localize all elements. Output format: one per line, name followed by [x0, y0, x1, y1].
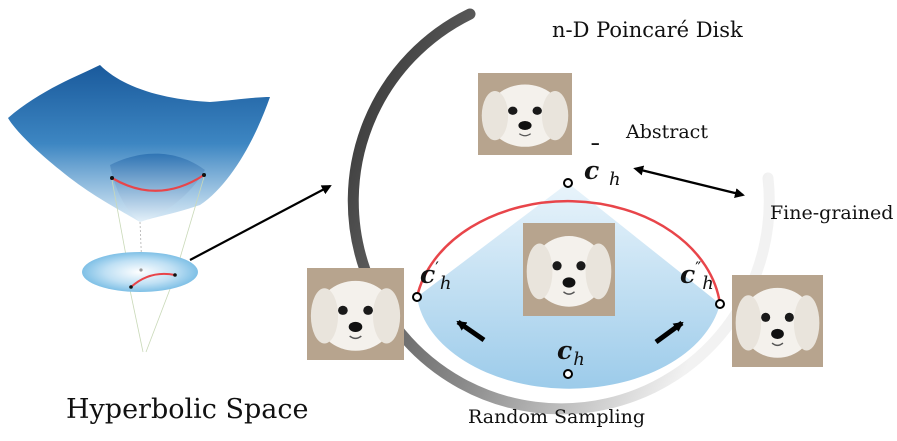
disk-title: n-D Poincaré Disk — [552, 18, 743, 42]
hyperbolic-surface — [8, 65, 270, 353]
label-c-bar: c ¯ h — [584, 139, 621, 190]
finegrained-label: Fine-grained — [770, 202, 894, 224]
point-c-center — [563, 369, 573, 379]
sampling-arrow-left — [456, 319, 486, 343]
abstract-finegrained-arrow — [633, 165, 745, 198]
dog-photo-right — [731, 274, 824, 368]
point-c-bar — [563, 178, 573, 188]
poincare-projection-ellipse — [82, 252, 198, 292]
dog-photo-center — [522, 222, 616, 317]
dog-photo-abstract — [477, 72, 573, 156]
point-c-double-prime — [715, 299, 725, 309]
projection-arrow — [189, 185, 332, 261]
surface-geodesic — [111, 174, 205, 192]
label-c-center: ch — [557, 336, 585, 370]
abstract-label: Abstract — [626, 121, 708, 143]
random-sampling-label: Random Sampling — [468, 406, 646, 428]
disk-geodesic — [415, 199, 722, 305]
sampling-arrow-right — [654, 320, 684, 345]
label-c-double-prime: c″h — [680, 258, 714, 294]
hyperbolic-space-title: Hyperbolic Space — [66, 394, 309, 425]
dog-photo-left — [306, 267, 405, 361]
point-c-prime — [412, 292, 422, 302]
label-c-prime: c′h — [420, 258, 452, 294]
